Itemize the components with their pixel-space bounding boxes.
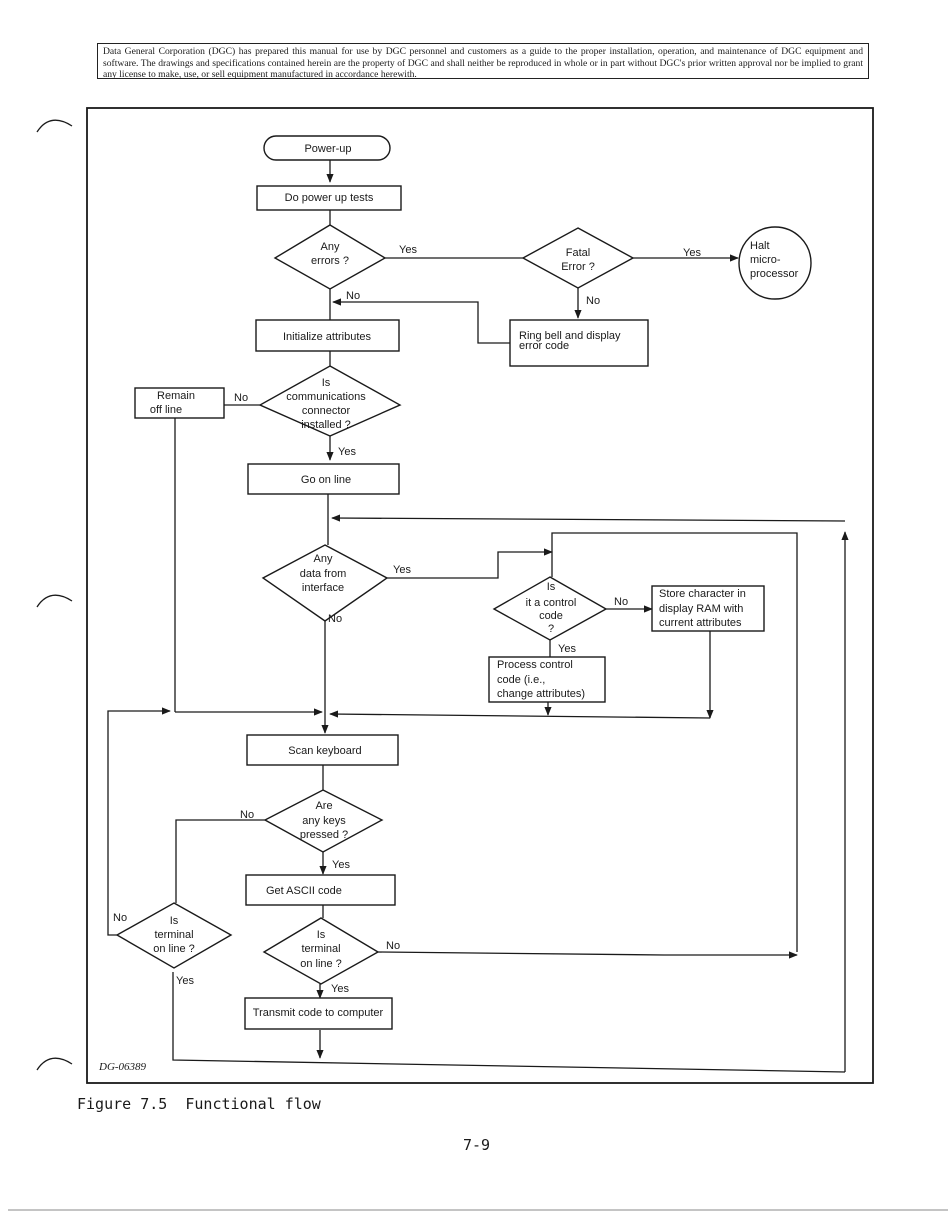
edge-labels: Yes Yes No No No Yes Yes No No Yes No Ye… <box>113 244 701 995</box>
node-terminal-online-mid: Is terminal on line ? <box>262 917 380 985</box>
edge-label-fatal-no: No <box>586 295 600 307</box>
node-ring-bell-line: error code <box>519 340 569 352</box>
node-remain-off-line-line: Remain <box>157 390 195 402</box>
edge-label-errors-yes: Yes <box>399 244 417 256</box>
node-terminal-online-left-line: Is <box>170 915 179 927</box>
node-fatal-error-line: Fatal <box>566 247 590 259</box>
node-get-ascii: Get ASCII code <box>245 874 396 906</box>
node-any-data-line: interface <box>302 582 344 594</box>
node-halt-line: micro- <box>750 254 781 266</box>
node-any-data-line: data from <box>300 568 346 580</box>
node-terminal-online-mid-line: on line ? <box>300 958 342 970</box>
node-go-on-line-line: Go on line <box>301 474 351 486</box>
node-store-character-line: Store character in <box>659 588 746 600</box>
node-keys-pressed: Are any keys pressed ? <box>263 789 384 853</box>
node-process-control-line: code (i.e., <box>497 674 545 686</box>
node-process-control-line: change attributes) <box>497 688 585 700</box>
node-control-code-line: it a control <box>526 597 577 609</box>
node-init-attributes: Initialize attributes <box>255 319 400 352</box>
node-power-tests: Do power up tests <box>256 185 402 211</box>
node-transmit-code: Transmit code to computer <box>244 997 393 1030</box>
node-terminal-online-left-line: terminal <box>154 929 193 941</box>
edge-label-errors-no: No <box>346 290 360 302</box>
node-fatal-error: Fatal Error ? <box>521 227 635 289</box>
node-power-up: Power-up <box>263 135 391 161</box>
edge-label-keys-yes: Yes <box>332 859 350 871</box>
edge-label-data-no: No <box>328 613 342 625</box>
binder-hole-bottom <box>36 1057 73 1071</box>
node-remain-off-line: Remain off line <box>134 387 225 419</box>
node-process-control: Process control code (i.e., change attri… <box>488 656 606 703</box>
node-keys-pressed-line: any keys <box>302 815 346 827</box>
binder-hole-top <box>36 119 73 133</box>
node-remain-off-line-line: off line <box>150 404 182 416</box>
node-halt: Halt micro- processor <box>738 226 812 300</box>
edge-label-data-yes: Yes <box>393 564 411 576</box>
edge-label-ctrl-yes: Yes <box>558 643 576 655</box>
node-keys-pressed-line: pressed ? <box>300 829 348 841</box>
node-store-character-line: display RAM with <box>659 603 743 615</box>
edge-label-mid-yes: Yes <box>331 983 349 995</box>
node-ring-bell-line: Ring bell and display <box>519 330 621 342</box>
node-terminal-online-mid-line: Is <box>317 929 326 941</box>
node-keys-pressed-line: Are <box>315 800 332 812</box>
node-comm-installed-line: connector <box>302 405 351 417</box>
node-terminal-online-mid-line: terminal <box>301 943 340 955</box>
edge-label-comm-yes: Yes <box>338 446 356 458</box>
node-scan-keyboard: Scan keyboard <box>246 734 399 766</box>
node-store-character-line: current attributes <box>659 617 742 629</box>
node-power-up-line: Power-up <box>304 143 351 155</box>
drawing-code: DG-06389 <box>98 1061 147 1073</box>
edge-label-ctrl-no: No <box>614 596 628 608</box>
node-any-errors-line: errors ? <box>311 255 349 267</box>
node-any-errors-line: Any <box>321 241 340 253</box>
node-control-code-line: Is <box>547 581 556 593</box>
node-terminal-online-left-line: on line ? <box>153 943 195 955</box>
node-control-code-line: code <box>539 610 563 622</box>
node-comm-installed-line: installed ? <box>301 419 351 431</box>
node-power-tests-line: Do power up tests <box>285 192 374 204</box>
node-fatal-error-line: Error ? <box>561 261 595 273</box>
node-go-on-line: Go on line <box>247 463 400 495</box>
node-comm-installed-line: Is <box>322 377 331 389</box>
node-comm-installed: Is communications connector installed ? <box>258 365 402 437</box>
copyright-notice: Data General Corporation (DGC) has prepa… <box>97 43 869 80</box>
edge-label-left-no: No <box>113 912 127 924</box>
edge-label-fatal-yes: Yes <box>683 247 701 259</box>
edge-label-left-yes: Yes <box>176 975 194 987</box>
connector-lines <box>107 160 849 1073</box>
node-any-data-line: Any <box>314 553 333 565</box>
node-ring-bell: Ring bell and display error code <box>509 319 649 367</box>
page-number: 7-9 <box>463 1136 490 1154</box>
binder-hole-middle <box>36 594 73 608</box>
node-store-character: Store character in display RAM with curr… <box>651 585 765 632</box>
node-scan-keyboard-line: Scan keyboard <box>288 745 361 757</box>
node-any-errors: Any errors ? <box>273 224 387 290</box>
node-comm-installed-line: communications <box>286 391 366 403</box>
edge-label-mid-no: No <box>386 940 400 952</box>
node-init-attributes-line: Initialize attributes <box>283 331 372 343</box>
edge-label-keys-no: No <box>240 809 254 821</box>
figure-caption: Figure 7.5 Functional flow <box>77 1095 322 1113</box>
edge-label-comm-no: No <box>234 392 248 404</box>
node-terminal-online-left: Is terminal on line ? <box>115 902 233 969</box>
node-transmit-code-line: Transmit code to computer <box>253 1007 384 1019</box>
node-process-control-line: Process control <box>497 659 573 671</box>
node-halt-line: Halt <box>750 240 770 252</box>
node-control-code: Is it a control code ? <box>492 576 608 641</box>
node-control-code-line: ? <box>548 623 554 635</box>
figure-frame <box>86 107 874 1084</box>
node-any-data: Any data from interface <box>261 544 389 622</box>
node-halt-line: processor <box>750 268 799 280</box>
node-get-ascii-line: Get ASCII code <box>266 885 342 897</box>
